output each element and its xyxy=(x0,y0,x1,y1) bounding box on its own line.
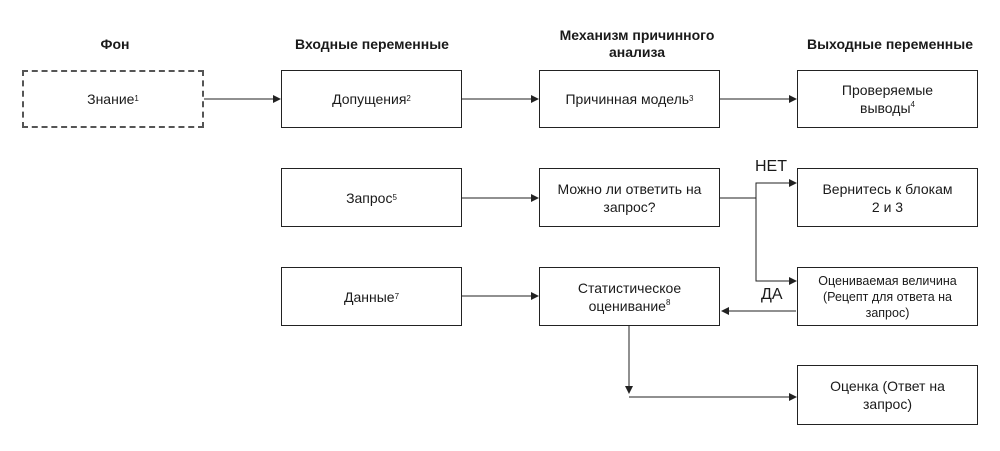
box-estimate-label: Оценка (Ответ на запрос) xyxy=(830,378,945,412)
header-causal-mechanism: Механизм причинного анализа xyxy=(559,27,715,60)
box-query-label: Запрос xyxy=(346,189,393,206)
box-estimate: Оценка (Ответ на запрос) xyxy=(797,365,978,425)
box-can-answer-query: Можно ли ответить на запрос? xyxy=(539,168,720,227)
box-testable-conclusions-label: Проверяемые выводы xyxy=(841,82,934,116)
box-can-answer-query-label: Можно ли ответить на запрос? xyxy=(557,180,702,215)
box-causal-model-label: Причинная модель xyxy=(565,91,690,107)
label-no: НЕТ xyxy=(755,158,787,175)
header-output-variables: Выходные переменные xyxy=(806,36,974,52)
box-assumptions-label: Допущения xyxy=(332,91,407,107)
box-estimand-label: Оцениваемая величина (Рецепт для ответа … xyxy=(818,273,957,320)
box-return-to-blocks-label: Вернитесь к блокам 2 и 3 xyxy=(822,180,953,215)
box-statistical-estimation-label: Статистическое оценивание xyxy=(577,279,682,314)
box-testable-conclusions: Проверяемые выводы4 xyxy=(797,70,978,128)
box-knowledge-label: Знание xyxy=(87,91,135,107)
box-estimand: Оцениваемая величина (Рецепт для ответа … xyxy=(797,267,978,326)
header-input-variables: Входные переменные xyxy=(295,36,449,52)
box-statistical-estimation: Статистическое оценивание8 xyxy=(539,267,720,326)
header-background: Фон xyxy=(100,36,130,52)
arrow-decision-no xyxy=(720,179,797,199)
label-yes: ДА xyxy=(761,286,783,303)
arrow-decision-yes xyxy=(755,198,797,285)
box-return-to-blocks: Вернитесь к блокам 2 и 3 xyxy=(797,168,978,227)
box-testable-conclusions-ref: 4 xyxy=(910,100,915,109)
box-statistical-estimation-ref: 8 xyxy=(665,297,671,307)
box-data-label: Данные xyxy=(343,288,395,305)
